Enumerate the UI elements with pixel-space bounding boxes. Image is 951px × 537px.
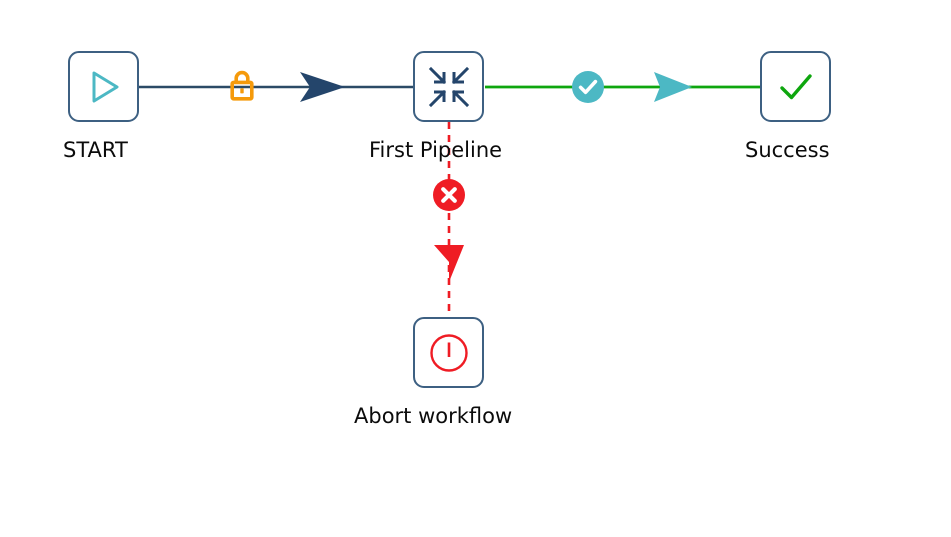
- node-abort-workflow[interactable]: [413, 317, 484, 388]
- compress-arrows-icon: [427, 65, 471, 109]
- node-first-pipeline[interactable]: [413, 51, 484, 122]
- node-label-start: START: [63, 138, 128, 162]
- check-icon: [774, 65, 818, 109]
- node-label-success: Success: [745, 138, 830, 162]
- arrowhead-navy-icon: [300, 72, 345, 102]
- node-label-abort-workflow: Abort workflow: [354, 404, 513, 428]
- play-triangle-icon: [83, 66, 125, 108]
- success-check-badge-icon[interactable]: [571, 70, 605, 104]
- node-label-first-pipeline: First Pipeline: [369, 138, 503, 162]
- stop-power-icon: [427, 331, 471, 375]
- error-x-badge-icon[interactable]: [432, 178, 466, 212]
- arrowhead-red-icon: [434, 245, 464, 282]
- arrowhead-teal-icon: [654, 72, 692, 102]
- lock-icon[interactable]: [228, 68, 256, 104]
- node-start[interactable]: [68, 51, 139, 122]
- node-success[interactable]: [760, 51, 831, 122]
